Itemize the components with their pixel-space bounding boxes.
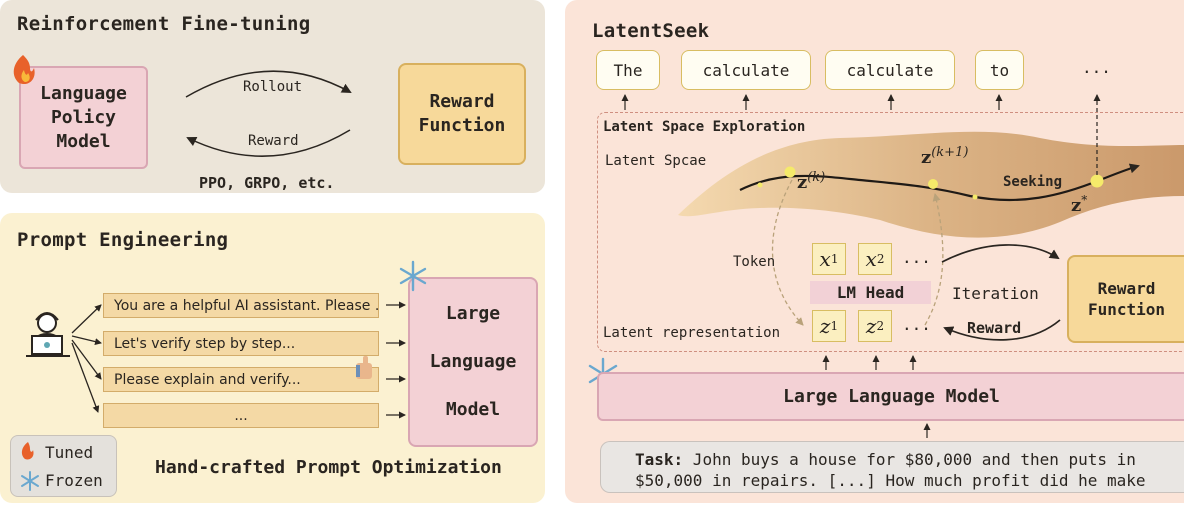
seeking-label: Seeking <box>1003 174 1063 190</box>
rft-reward-label: Reward <box>248 133 299 149</box>
language-policy-model-box: Language Policy Model <box>19 66 148 169</box>
output-token: calculate <box>825 50 955 90</box>
flame-icon <box>13 55 35 85</box>
task-text-1: John buys a house for $80,000 and then p… <box>683 450 1136 469</box>
output-token: calculate <box>681 50 811 90</box>
output-token: The <box>596 50 660 90</box>
x1-sub: 1 <box>830 252 839 266</box>
latent-representation-label: Latent representation <box>603 325 781 341</box>
z2-sub: 2 <box>876 319 885 333</box>
large-language-model-bar: Large Language Model <box>597 372 1184 421</box>
x2-base: x <box>865 247 877 271</box>
hand-icon <box>356 356 372 379</box>
iteration-arrow <box>941 244 1060 263</box>
ls-reward-arrow <box>943 319 1061 341</box>
token-label: Token <box>733 254 776 270</box>
prompt-option: ... <box>103 403 379 428</box>
snowflake-icon <box>21 471 39 491</box>
legend-frozen-label: Frozen <box>45 471 103 490</box>
zk-label: z(k) <box>797 170 825 193</box>
zk1-base: z <box>921 147 932 168</box>
z2-base: z <box>865 314 877 338</box>
zk-sup: (k) <box>807 170 826 185</box>
x-ellipsis: ... <box>902 248 931 267</box>
pe-llm-box: Large Language Model <box>408 277 538 447</box>
latent-space-label: Latent Spcae <box>605 153 707 169</box>
output-token: to <box>975 50 1024 90</box>
rft-title: Reinforcement Fine-tuning <box>17 13 311 35</box>
output-token-ellipsis: ... <box>1082 58 1111 77</box>
zstar-label: z* <box>1071 193 1087 216</box>
snowflake-icon <box>399 260 427 292</box>
latent-point <box>972 194 978 200</box>
token-output-arrows <box>621 94 1003 110</box>
latent-space-exploration-title: Latent Space Exploration <box>603 119 806 135</box>
zk-base: z <box>797 172 808 193</box>
x1-base: x <box>819 247 831 271</box>
zk1-label: z(k+1) <box>921 145 968 168</box>
prompt-engineering-title: Prompt Engineering <box>17 229 229 251</box>
latent-space-exploration-region <box>597 112 1184 352</box>
prompt-option: Let's verify step by step... <box>103 331 379 356</box>
z-ellipsis: ... <box>902 315 931 334</box>
task-text-2: $50,000 in repairs. [...] How much profi… <box>635 471 1146 490</box>
legend-tuned-label: Tuned <box>45 443 94 462</box>
rollout-arrow <box>185 70 352 98</box>
zk1-sup: (k+1) <box>931 145 969 160</box>
prompt-optimization-caption: Hand-crafted Prompt Optimization <box>155 457 502 478</box>
prompt-option: Please explain and verify... <box>103 367 379 392</box>
rollout-label: Rollout <box>243 79 303 95</box>
zk-to-z1-dashed-arrow <box>771 179 804 326</box>
lm-head-box: LM Head <box>810 281 931 304</box>
rft-reward-function-box: Reward Function <box>398 63 526 165</box>
user-to-prompt-arrows <box>71 304 102 413</box>
x2-sub: 2 <box>876 252 885 266</box>
flame-icon <box>21 442 34 460</box>
task-box: Task: John buys a house for $80,000 and … <box>600 441 1184 493</box>
rl-methods-label: PPO, GRPO, etc. <box>199 174 335 192</box>
zstar-base: z <box>1071 195 1082 216</box>
prompt-option: You are a helpful AI assistant. Please .… <box>103 293 379 318</box>
latentseek-title: LatentSeek <box>592 20 710 42</box>
llm-up-arrows <box>822 355 931 438</box>
prompt-to-llm-arrows <box>386 301 406 419</box>
latentseek-reward-function-box: Reward Function <box>1067 255 1184 343</box>
iteration-label: Iteration <box>952 284 1039 303</box>
z1-sub: 1 <box>830 319 839 333</box>
zstar-sup: * <box>1081 193 1088 207</box>
latent-point-zstar <box>1090 174 1104 188</box>
latent-reward-label: Reward <box>967 319 1022 337</box>
latent-point-zk1 <box>928 179 938 189</box>
user-laptop-icon <box>26 312 70 357</box>
latent-point <box>757 182 763 188</box>
rft-reward-arrow <box>186 129 351 157</box>
latent-point-zk <box>784 166 796 178</box>
z1-base: z <box>819 314 831 338</box>
task-line-1: Task: John buys a house for $80,000 and … <box>635 449 1184 470</box>
task-prefix: Task: <box>635 450 684 469</box>
